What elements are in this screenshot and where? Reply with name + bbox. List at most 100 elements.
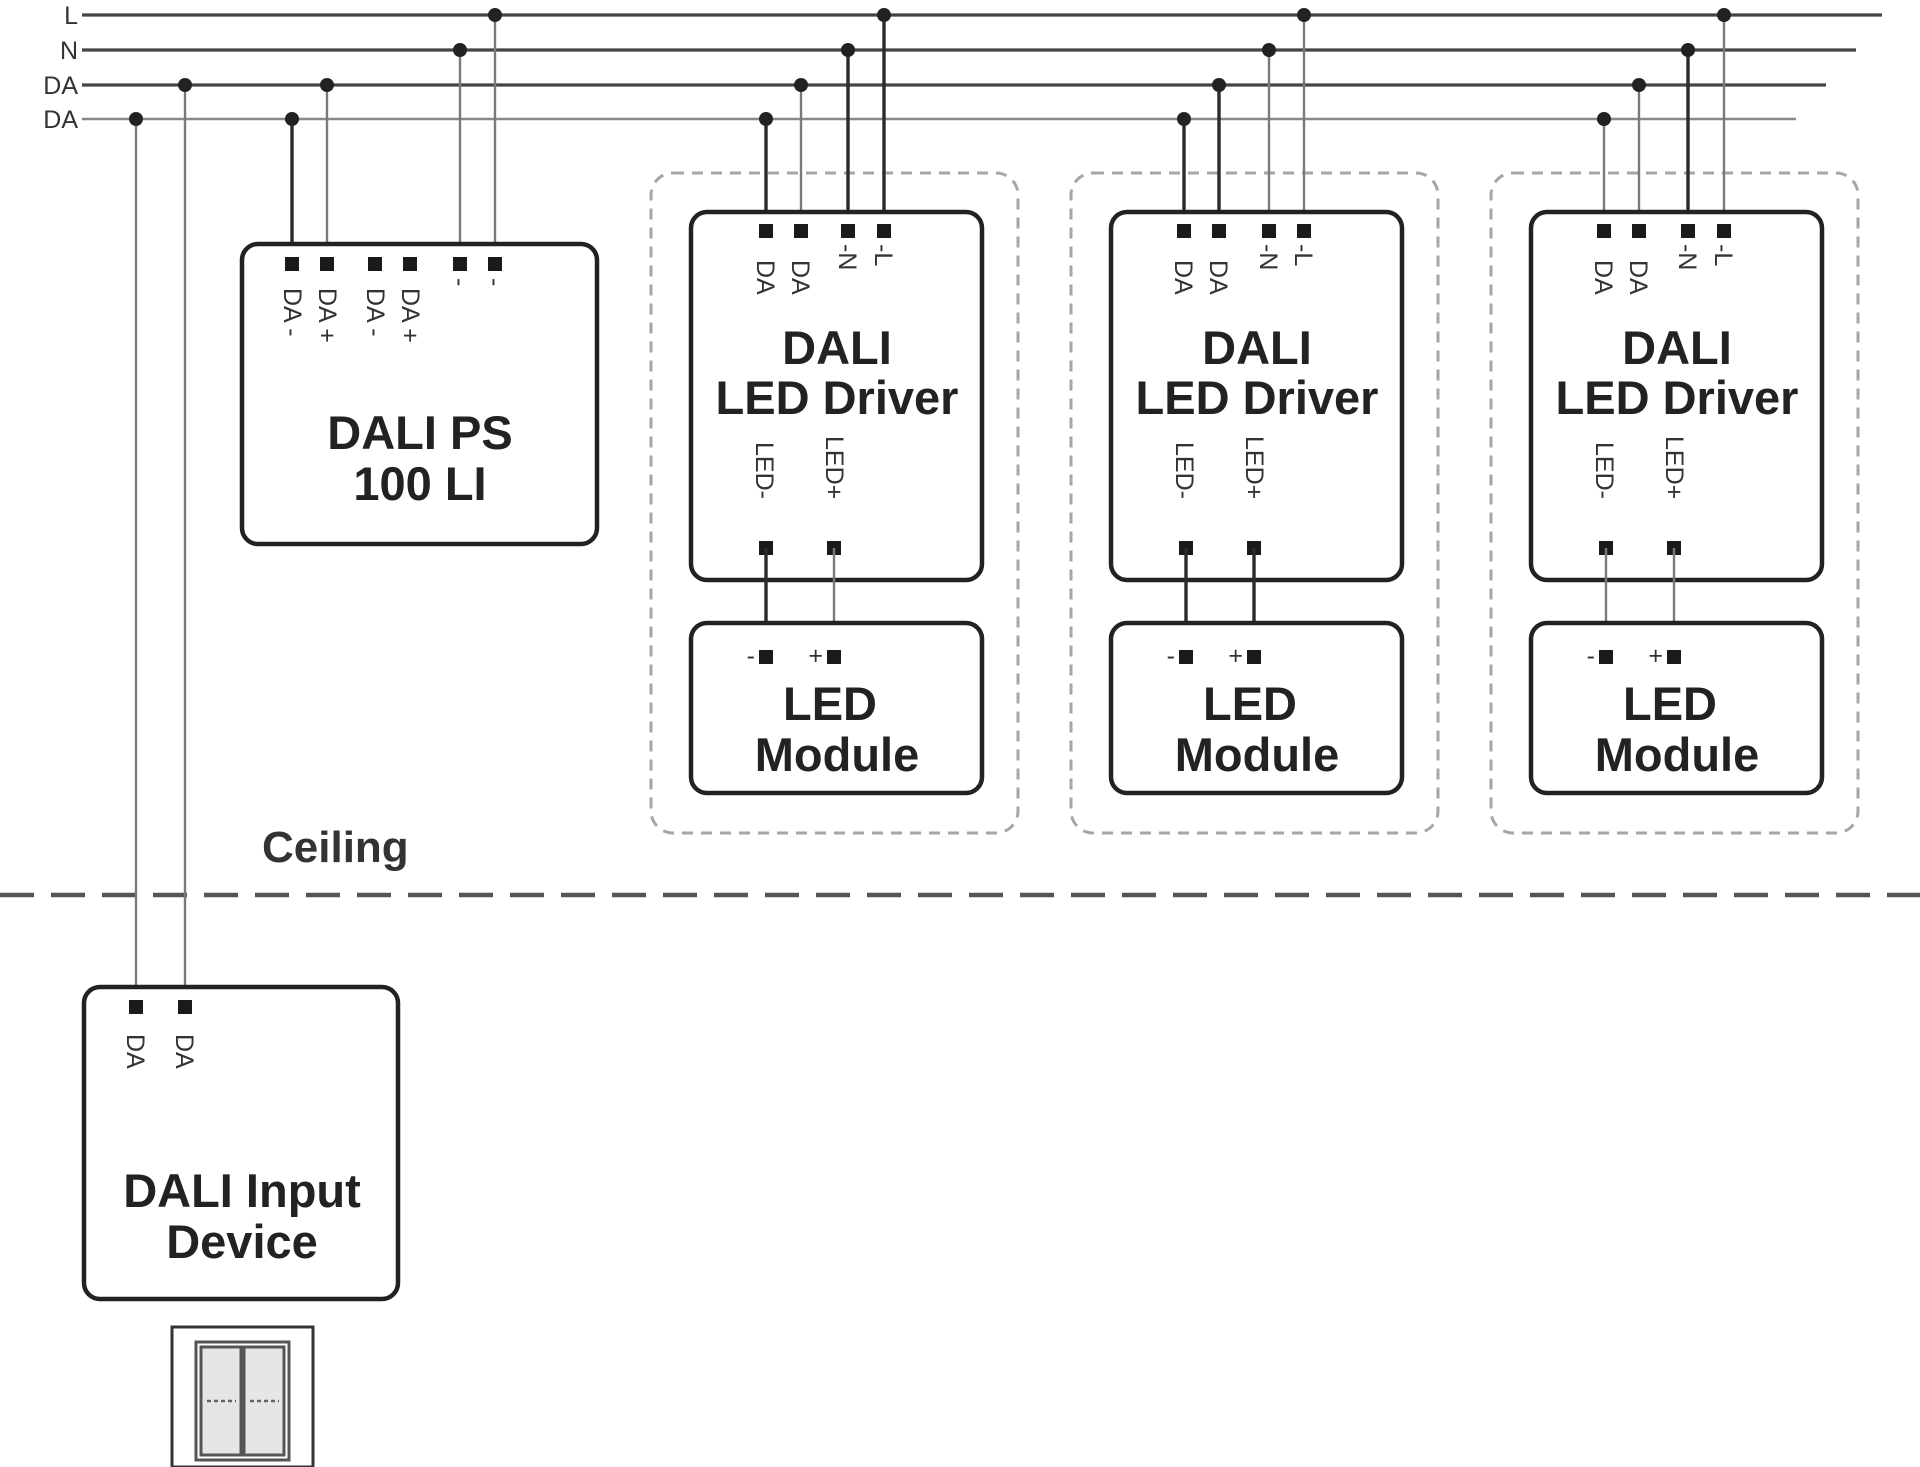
driver-output-label: LED+ xyxy=(1660,436,1688,499)
ps-junction xyxy=(285,112,299,126)
input-device-box xyxy=(81,984,401,1302)
driver-input-terminal xyxy=(877,224,891,238)
led-module-title: LED xyxy=(783,677,877,730)
ps-terminal-label: DA - xyxy=(361,288,389,337)
module-terminal-label: + xyxy=(1648,642,1663,670)
ps-terminal-label: DA + xyxy=(313,288,341,343)
led-module-title: Module xyxy=(1175,728,1339,781)
driver-input-terminal xyxy=(794,224,808,238)
driver-input-label: -N xyxy=(833,244,861,270)
driver-input-label: DA xyxy=(1624,260,1652,295)
driver-input-terminal xyxy=(1212,224,1226,238)
input-terminal-label: DA xyxy=(121,1034,149,1069)
driver-input-terminal xyxy=(759,224,773,238)
led-module-title: Module xyxy=(755,728,919,781)
ps-junction xyxy=(488,8,502,22)
driver-group-2: DA DA -N -L DALI LED Driver LED- LED+ - … xyxy=(1069,8,1440,835)
driver-input-terminal xyxy=(1297,224,1311,238)
power-supply-box xyxy=(239,241,600,547)
ceiling-label: Ceiling xyxy=(262,823,409,872)
module-terminal xyxy=(1667,650,1681,664)
module-terminal xyxy=(827,650,841,664)
input-junction xyxy=(129,112,143,126)
input-terminal-label: DA xyxy=(170,1034,198,1069)
driver-output-label: LED- xyxy=(750,442,778,499)
driver-output-label: LED+ xyxy=(820,436,848,499)
driver-title: LED Driver xyxy=(1136,371,1379,424)
driver-junction xyxy=(1597,112,1611,126)
luminaire-group-border xyxy=(649,171,1020,835)
driver-output-label: LED- xyxy=(1590,442,1618,499)
driver-input-label: -L xyxy=(869,244,897,266)
module-terminal-label: + xyxy=(1228,642,1243,670)
driver-junction xyxy=(1262,43,1276,57)
module-terminal-label: - xyxy=(1167,642,1175,670)
driver-input-terminal xyxy=(1717,224,1731,238)
driver-input-terminal xyxy=(1262,224,1276,238)
driver-title: DALI xyxy=(782,321,892,374)
driver-input-terminal xyxy=(1681,224,1695,238)
bus-lines: L N DA DA xyxy=(43,2,1882,134)
input-device: DA DA DALI Input Device xyxy=(81,78,401,1302)
driver-junction xyxy=(1632,78,1646,92)
driver-junction xyxy=(759,112,773,126)
ps-junction xyxy=(453,43,467,57)
ps-terminal xyxy=(453,257,467,271)
module-terminal xyxy=(1247,650,1261,664)
driver-input-terminal xyxy=(841,224,855,238)
driver-output-label: LED- xyxy=(1170,442,1198,499)
driver-junction xyxy=(1717,8,1731,22)
bus-label-da2: DA xyxy=(43,106,78,134)
led-module-box xyxy=(688,620,985,796)
driver-title: LED Driver xyxy=(1556,371,1799,424)
driver-input-label: -N xyxy=(1254,244,1282,270)
input-device-title: Device xyxy=(166,1215,318,1268)
ps-terminal xyxy=(285,257,299,271)
driver-input-label: DA xyxy=(1169,260,1197,295)
bus-label-da1: DA xyxy=(43,72,78,100)
led-module-box xyxy=(1108,620,1405,796)
module-terminal-label: - xyxy=(747,642,755,670)
driver-title: LED Driver xyxy=(716,371,959,424)
driver-group-3: DA DA -N -L DALI LED Driver LED- LED+ - … xyxy=(1489,8,1860,835)
luminaire-group-border xyxy=(1069,171,1440,835)
driver-output-label: LED+ xyxy=(1240,436,1268,499)
led-module-box xyxy=(1528,620,1825,796)
driver-junction xyxy=(1212,78,1226,92)
driver-input-label: -N xyxy=(1673,244,1701,270)
driver-input-label: DA xyxy=(751,260,779,295)
input-device-title: DALI Input xyxy=(123,1164,361,1217)
led-module-title: Module xyxy=(1595,728,1759,781)
ps-terminal xyxy=(368,257,382,271)
driver-box xyxy=(1108,209,1405,583)
ps-terminal-label: - xyxy=(481,278,509,286)
driver-input-label: DA xyxy=(786,260,814,295)
driver-input-terminal xyxy=(1597,224,1611,238)
driver-junction xyxy=(794,78,808,92)
ps-terminal xyxy=(403,257,417,271)
input-terminal xyxy=(178,1000,192,1014)
ps-junction xyxy=(320,78,334,92)
driver-input-label: DA xyxy=(1204,260,1232,295)
input-terminal xyxy=(129,1000,143,1014)
module-terminal-label: + xyxy=(808,642,823,670)
driver-title: DALI xyxy=(1622,321,1732,374)
driver-input-terminal xyxy=(1177,224,1191,238)
power-supply-title: DALI PS xyxy=(327,406,512,459)
double-rocker-switch-icon xyxy=(170,1325,315,1467)
bus-label-l: L xyxy=(64,2,78,30)
led-module-title: LED xyxy=(1623,677,1717,730)
power-supply-title: 100 LI xyxy=(353,457,486,510)
luminaire-group-border xyxy=(1489,171,1860,835)
module-terminal xyxy=(1179,650,1193,664)
ps-terminal xyxy=(488,257,502,271)
driver-title: DALI xyxy=(1202,321,1312,374)
module-terminal xyxy=(1599,650,1613,664)
driver-input-terminal xyxy=(1632,224,1646,238)
driver-group-1: DA DA -N -L DALI LED Driver LED- LED+ - … xyxy=(649,8,1020,835)
bus-label-n: N xyxy=(60,37,78,65)
driver-input-label: -L xyxy=(1289,244,1317,266)
driver-junction xyxy=(1177,112,1191,126)
driver-box xyxy=(688,209,985,583)
